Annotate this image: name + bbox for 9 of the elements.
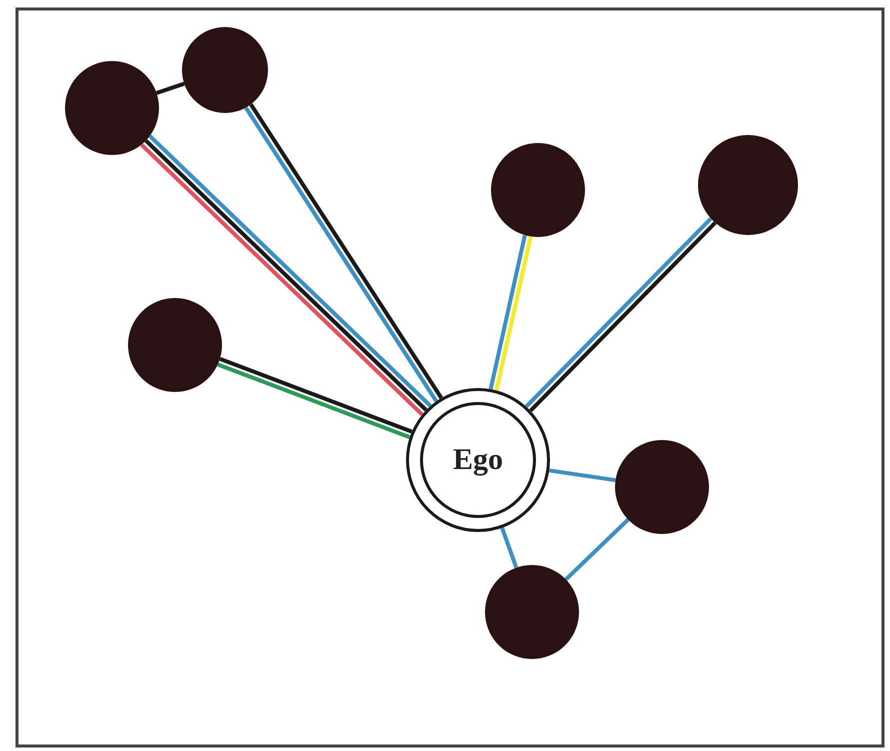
connector-line xyxy=(548,468,616,482)
node-label: Ego xyxy=(452,443,503,477)
connector-line xyxy=(494,236,533,391)
connector-line xyxy=(219,356,413,434)
connector-line xyxy=(217,362,410,440)
connector-line xyxy=(500,527,518,568)
connector-line xyxy=(156,82,185,95)
connector-line xyxy=(488,234,527,390)
connector-line xyxy=(564,518,630,581)
